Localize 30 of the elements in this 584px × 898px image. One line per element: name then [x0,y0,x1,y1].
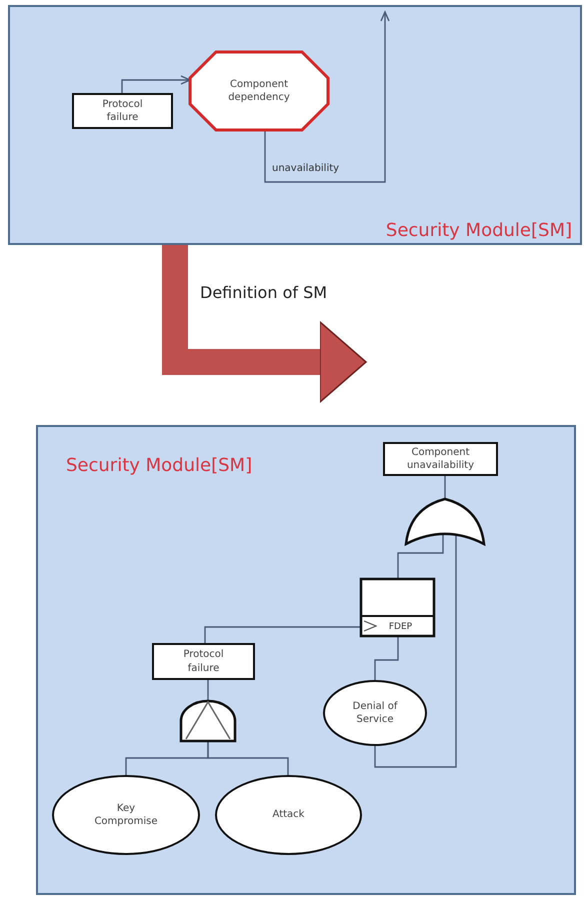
event-box [72,93,173,129]
node-label: Protocol failure [101,98,144,124]
connector-line [207,680,209,700]
connector-line [397,534,444,578]
octagon-node [190,52,328,130]
node-label: Component dependency [227,78,291,104]
panel-title: Security Module[SM] [386,220,572,241]
panel-title: Security Module[SM] [66,455,252,476]
node-label: Component unavailability [406,446,476,472]
or-gate [405,498,485,545]
event-box [383,442,498,476]
connector-line [264,11,390,183]
node-label: Denial of Service [352,700,399,726]
connector-line [374,637,399,680]
fdep-gate [360,578,435,637]
connector-line [207,742,289,775]
node-label: Key Compromise [93,802,159,828]
gate-label: FDEP [388,622,412,632]
edge-label: unavailability [270,163,342,174]
connector-line [121,75,191,93]
module-panel [8,5,582,245]
node-label: Attack [272,808,306,822]
block-arrow [162,245,367,403]
connector-line [374,534,457,768]
connector-line [444,476,446,498]
event-box [152,643,255,680]
connector-line [204,626,360,643]
module-panel [36,425,576,895]
node-label: Protocol failure [182,648,225,675]
and-gate [180,700,236,742]
